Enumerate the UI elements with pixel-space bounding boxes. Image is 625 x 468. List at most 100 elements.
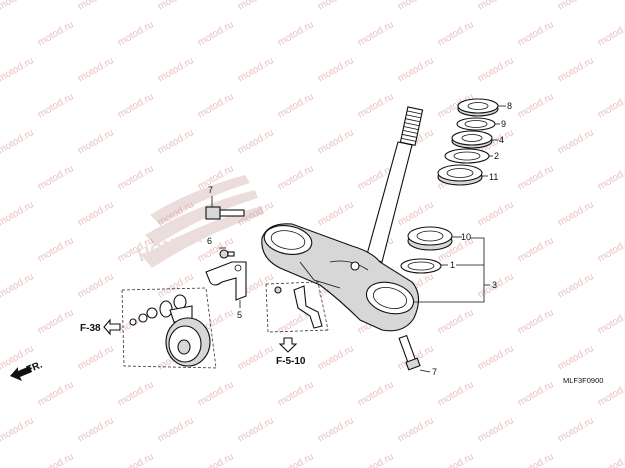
watermark-text: motod.ru xyxy=(436,451,476,468)
watermark-text: motod.ru xyxy=(76,343,116,372)
bearing-stack-top xyxy=(437,98,499,186)
watermark-text: motod.ru xyxy=(196,19,236,48)
watermark-text: motod.ru xyxy=(436,307,476,336)
watermark-text: motod.ru xyxy=(36,235,76,264)
watermark-text: motod.ru xyxy=(556,271,596,300)
watermark-text: motod.ru xyxy=(316,415,356,444)
watermark-text: motod.ru xyxy=(596,19,625,48)
callout-2: 2 xyxy=(494,151,499,161)
watermark-text: motod.ru xyxy=(516,91,556,120)
watermark-text: motod.ru xyxy=(236,415,276,444)
watermark-text: motod.ru xyxy=(76,55,116,84)
watermark-text: motod.ru xyxy=(396,199,436,228)
watermark-text: motod.ru xyxy=(276,19,316,48)
callout-numbers: 8 9 4 2 11 10 1 3 7 6 5 7 xyxy=(207,101,512,377)
callout-11: 11 xyxy=(489,172,498,182)
watermark-text: motod.ru xyxy=(0,0,36,13)
watermark-text: motod.ru xyxy=(156,127,196,156)
watermark-text: motod.ru xyxy=(0,127,36,156)
watermark-text: motod.ru xyxy=(556,127,596,156)
watermark-text: motod.ru xyxy=(596,307,625,336)
watermark-text: motod.ru xyxy=(116,91,156,120)
callout-7-top: 7 xyxy=(208,185,213,195)
watermark-text: motod.ru xyxy=(556,0,596,13)
watermark-text: motod.ru xyxy=(276,163,316,192)
watermark-text: motod.ru xyxy=(316,55,356,84)
watermark-text: motod.ru xyxy=(476,0,516,13)
watermark-text: motod.ru xyxy=(116,451,156,468)
bearing-stack-bottom xyxy=(400,226,453,274)
watermark-text: motod.ru xyxy=(156,55,196,84)
watermark-text: motod.ru xyxy=(556,55,596,84)
callout-6: 6 xyxy=(207,236,212,246)
callout-5: 5 xyxy=(237,310,242,320)
watermark-text: motod.ru xyxy=(76,271,116,300)
pinch-bolt-top xyxy=(205,206,245,220)
bracket-group xyxy=(265,281,331,333)
watermark-text: motod.ru xyxy=(316,127,356,156)
watermark-text: motod.ru xyxy=(196,451,236,468)
watermark-text: motod.ru xyxy=(76,127,116,156)
front-arrow-icon xyxy=(10,366,32,381)
watermark-text: motod.ru xyxy=(396,343,436,372)
callout-7-bottom: 7 xyxy=(432,367,437,377)
watermark-text: motod.ru xyxy=(0,415,36,444)
callout-1: 1 xyxy=(450,260,455,270)
watermark-text: motod.ru xyxy=(76,415,116,444)
watermark-text: motod.ru xyxy=(236,343,276,372)
watermark-text: motod.ru xyxy=(116,163,156,192)
lower-bracket xyxy=(261,223,420,332)
watermark-text: motod.ru xyxy=(0,55,36,84)
horn-group xyxy=(121,287,219,369)
watermark-text: motod.ru xyxy=(516,379,556,408)
watermark-text: motod.ru xyxy=(0,271,36,300)
callout-4: 4 xyxy=(499,135,504,145)
watermark-text: motod.ru xyxy=(396,0,436,13)
watermark-text: motod.ru xyxy=(276,379,316,408)
pinch-bolt-bottom xyxy=(398,334,421,371)
watermark-text: motod.ru xyxy=(516,163,556,192)
watermark-text: motod.ru xyxy=(596,451,625,468)
watermark-text: motod.ru xyxy=(596,163,625,192)
watermark-text: motod.ru xyxy=(316,343,356,372)
watermark-text: motod.ru xyxy=(356,379,396,408)
callout-10: 10 xyxy=(461,232,471,242)
watermark-text: motod.ru xyxy=(476,415,516,444)
watermark-text: motod.ru xyxy=(196,91,236,120)
watermark-text: motod.ru xyxy=(556,199,596,228)
callout-9: 9 xyxy=(501,119,506,129)
bracket-bolt xyxy=(219,249,235,259)
watermark-text: motod.ru xyxy=(316,199,356,228)
watermark-text: motod.ru xyxy=(556,415,596,444)
watermark-text: motod.ru xyxy=(236,0,276,13)
horn-bracket xyxy=(205,261,247,301)
watermark-text: motod.ru xyxy=(356,91,396,120)
watermark-text: motod.ru xyxy=(116,19,156,48)
watermark-text: motod.ru xyxy=(356,451,396,468)
watermark-text: motod.ru xyxy=(276,91,316,120)
watermark-text: motod.ru xyxy=(116,379,156,408)
watermark-text: motod.ru xyxy=(516,307,556,336)
watermark-text: motod.ru xyxy=(196,379,236,408)
watermark-text: motod.ru xyxy=(316,0,356,13)
ref-f510: F-5-10 xyxy=(276,356,306,367)
watermark-text: motod.ru xyxy=(76,199,116,228)
watermark-text: motod.ru xyxy=(476,343,516,372)
watermark-text: motod.ru xyxy=(236,55,276,84)
watermark-text: motod.ru xyxy=(396,55,436,84)
watermark-text: motod.ru xyxy=(236,127,276,156)
reference-arrow-down-icon xyxy=(278,337,298,353)
watermark-text: motod.ru xyxy=(156,415,196,444)
watermark-text: motod.ru xyxy=(436,19,476,48)
watermark-text: motod.ru xyxy=(0,199,36,228)
watermark-text: motod.ru xyxy=(276,451,316,468)
reference-labels: F-38 F-5-10 xyxy=(80,318,306,367)
watermark-text: motod.ru xyxy=(356,19,396,48)
watermark-text: motod.ru xyxy=(476,199,516,228)
diagram-code: MLF3F0900 xyxy=(563,376,603,385)
callout-3: 3 xyxy=(492,280,497,290)
watermark-text: motod.ru xyxy=(596,235,625,264)
steering-stem xyxy=(365,106,424,263)
watermark-text: motod.ru xyxy=(36,91,76,120)
